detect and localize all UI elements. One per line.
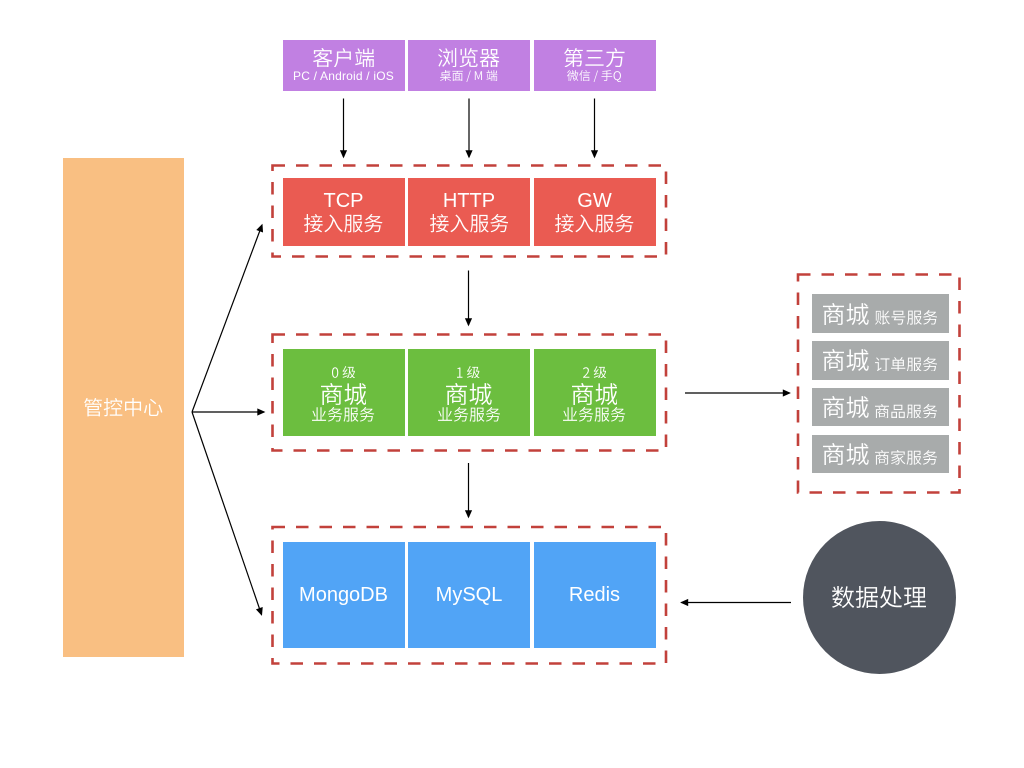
service-brand — [823, 442, 869, 466]
arrow-control-access — [191, 223, 264, 413]
client-box-2 — [408, 40, 530, 91]
access-box-1: TCP — [282, 178, 405, 246]
access-box-2: HTTP — [408, 178, 530, 246]
access-layer-container — [271, 164, 668, 258]
storage-layer-container — [271, 525, 668, 665]
business-box-1 — [282, 348, 405, 436]
service-panel-container — [796, 273, 961, 494]
arrow-control-storage — [191, 411, 263, 616]
business-layer-container — [271, 333, 668, 452]
business-box-3 — [533, 348, 656, 436]
service-name — [874, 356, 938, 372]
service-name — [874, 403, 938, 419]
service-name — [874, 309, 938, 325]
service-brand — [823, 302, 869, 325]
client-box-3 — [533, 40, 656, 91]
service-brand — [823, 349, 869, 372]
service-box-4 — [812, 434, 949, 474]
service-box-1 — [812, 294, 949, 333]
data-processing-circle — [802, 520, 956, 674]
access-box-3: GW — [533, 178, 656, 246]
storage-box-2: MySQL — [408, 542, 530, 648]
service-brand — [823, 396, 869, 419]
service-name — [874, 450, 938, 466]
storage-box-3: Redis — [533, 542, 656, 648]
dashed-containers — [271, 164, 961, 665]
storage-box-1: MongoDB — [282, 542, 405, 648]
service-box-3 — [812, 387, 949, 427]
control-center-box — [63, 158, 184, 657]
client-box-1: PC / Android / iOS — [282, 40, 405, 91]
service-box-2 — [812, 341, 949, 380]
business-box-2 — [408, 348, 530, 436]
arrows — [191, 98, 791, 616]
